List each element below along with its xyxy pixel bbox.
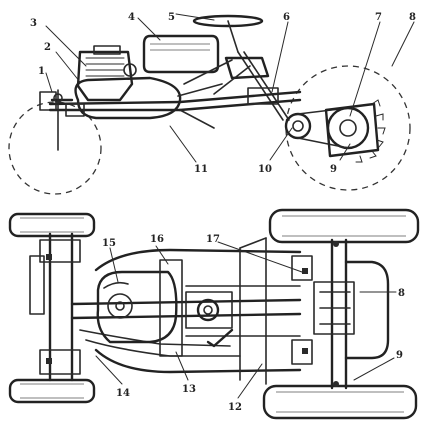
engine-top [96,270,178,344]
callout-8-top: 8 [398,288,405,299]
side-view-leaders [45,13,415,163]
engine-hood [74,76,182,120]
bolts [46,241,339,387]
callout-12: 12 [228,402,242,413]
front-left-tire [8,212,96,238]
callout-7: 7 [375,12,382,23]
side-view: 1 2 3 4 5 6 7 8 9 10 11 [8,12,416,195]
rear-axle [291,238,390,390]
fuel-tank [142,34,220,74]
callout-3: 3 [30,18,37,29]
front-wheel-outline [8,101,102,195]
seat [224,56,270,80]
top-view-leaders [95,241,397,399]
callout-9: 9 [330,164,337,175]
callout-6: 6 [283,12,290,23]
front-axle [29,232,81,382]
front-axle-bracket [39,89,85,151]
transmission [159,259,301,357]
rear-drive [284,99,386,163]
callout-16: 16 [150,234,164,245]
callout-1: 1 [38,66,45,77]
callout-11: 11 [194,164,208,175]
callout-4: 4 [128,12,135,23]
callout-8: 8 [409,12,416,23]
rear-left-tire [268,208,420,244]
rear-wheel-outline [285,65,411,191]
callout-14: 14 [116,388,130,399]
steering-wheel [192,14,290,121]
callout-10: 10 [258,164,272,175]
callout-17: 17 [206,234,220,245]
callout-9-top: 9 [396,350,403,361]
callout-13: 13 [182,384,196,395]
front-right-tire [8,378,96,404]
rear-right-tire [262,384,418,420]
callout-5: 5 [168,12,175,23]
top-view: 15 16 17 8 9 12 13 14 [8,208,420,420]
callout-15: 15 [102,238,116,249]
callout-2: 2 [44,42,51,53]
engine [76,45,137,102]
